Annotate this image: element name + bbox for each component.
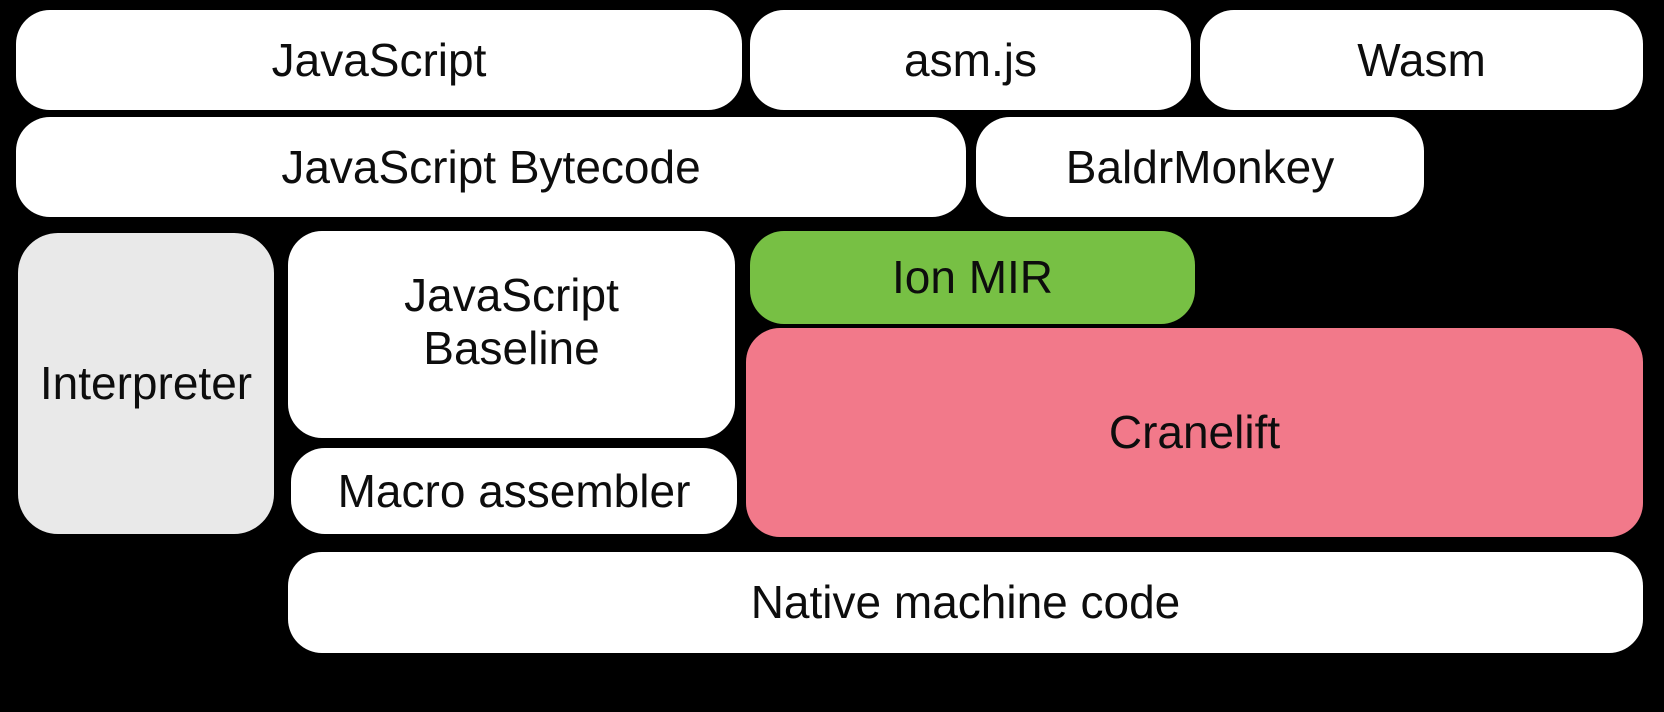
node-interpreter: Interpreter bbox=[18, 233, 274, 534]
node-wasm-label: Wasm bbox=[1357, 33, 1486, 86]
node-javascript-baseline-label: JavaScript Baseline bbox=[404, 269, 619, 374]
node-javascript: JavaScript bbox=[16, 10, 742, 110]
node-javascript-bytecode-label: JavaScript Bytecode bbox=[281, 140, 701, 193]
node-wasm: Wasm bbox=[1200, 10, 1643, 110]
node-cranelift-label: Cranelift bbox=[1108, 406, 1281, 459]
node-macro-assembler-label: Macro assembler bbox=[337, 464, 691, 517]
node-ion-mir: Ion MIR bbox=[750, 231, 1195, 324]
node-asmjs-label: asm.js bbox=[904, 33, 1037, 86]
node-ion-mir-label: Ion MIR bbox=[891, 251, 1054, 304]
node-javascript-baseline: JavaScript Baseline bbox=[288, 231, 735, 438]
node-baldrmonkey: BaldrMonkey bbox=[976, 117, 1424, 217]
node-native-machine-code-label: Native machine code bbox=[750, 576, 1181, 629]
node-asmjs: asm.js bbox=[750, 10, 1191, 110]
node-javascript-label: JavaScript bbox=[271, 33, 487, 86]
node-native-machine-code: Native machine code bbox=[288, 552, 1643, 653]
node-javascript-bytecode: JavaScript Bytecode bbox=[16, 117, 966, 217]
node-macro-assembler: Macro assembler bbox=[291, 448, 737, 534]
node-cranelift: Cranelift bbox=[746, 328, 1643, 537]
node-interpreter-label: Interpreter bbox=[39, 357, 253, 410]
node-baldrmonkey-label: BaldrMonkey bbox=[1065, 140, 1335, 193]
